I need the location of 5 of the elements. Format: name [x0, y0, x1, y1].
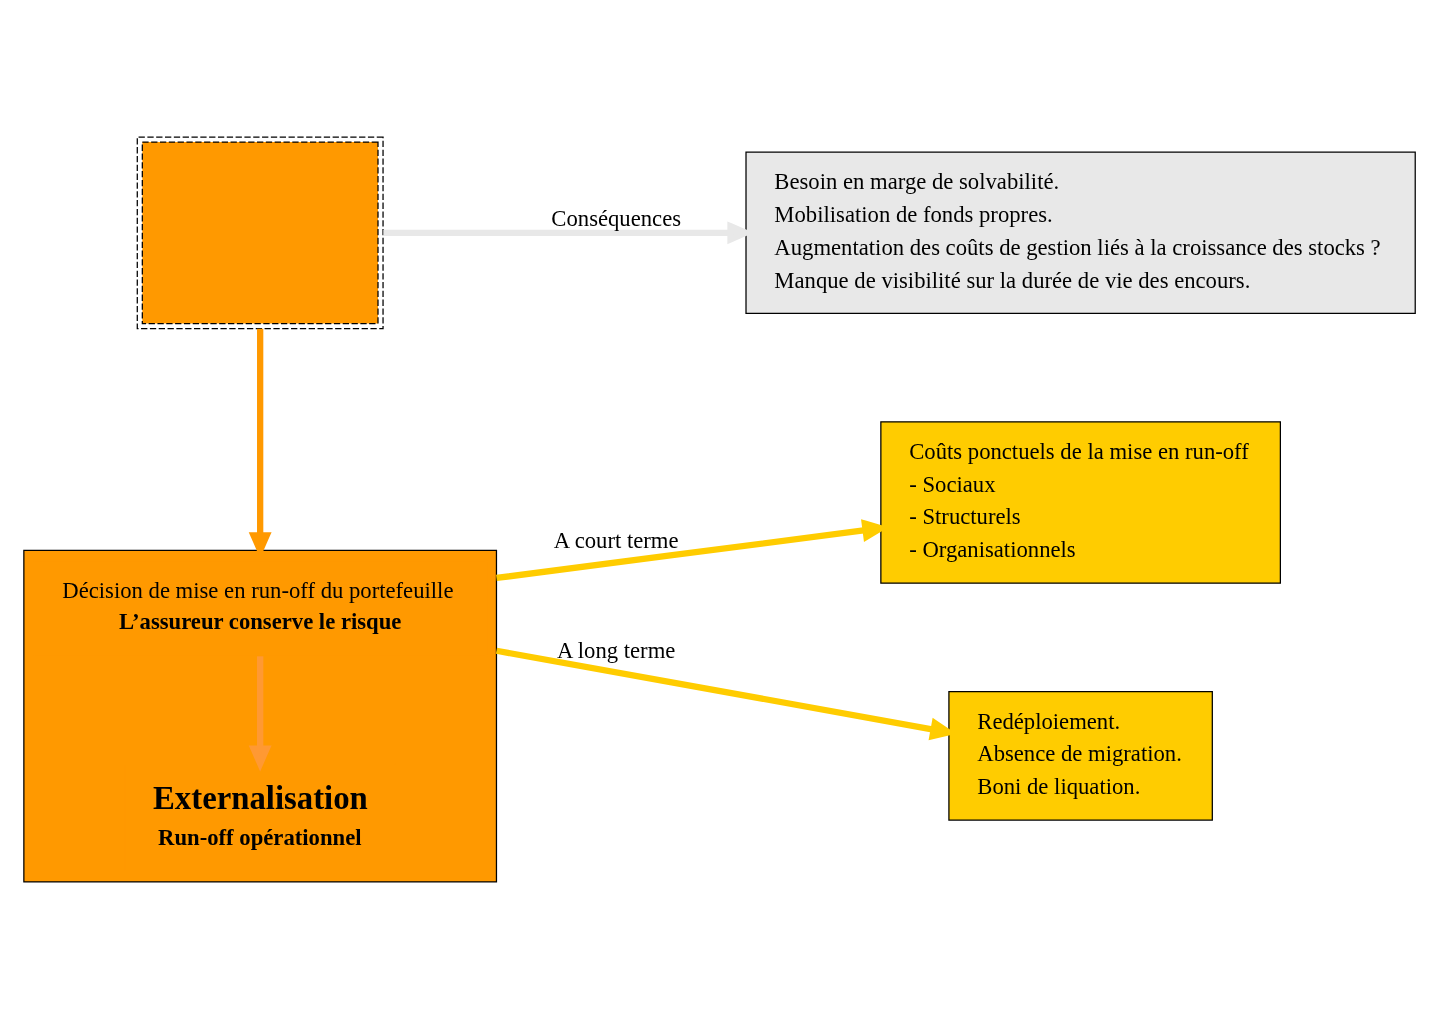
- edge-label: A court terme: [553, 528, 679, 554]
- edge-label: Conséquences: [551, 205, 682, 231]
- edge-label: A long terme: [557, 638, 676, 664]
- node-text: Décision de mise en run-off du portefeuille L’assureur conserve le risque: [62, 577, 454, 635]
- node-text: Externalisation Run-off opérationnel: [153, 779, 368, 850]
